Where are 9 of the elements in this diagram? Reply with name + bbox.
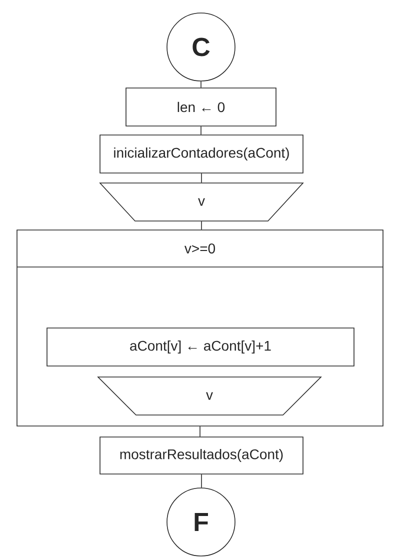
process-box: len ← 0 bbox=[126, 88, 276, 126]
connector-line bbox=[201, 474, 202, 488]
process-box: inicializarContadores(aCont) bbox=[100, 134, 304, 174]
connector-line bbox=[201, 221, 202, 230]
connector-line bbox=[201, 173, 202, 184]
connector-line bbox=[200, 81, 202, 88]
process-box: aCont[v] ← aCont[v]+1 bbox=[46, 328, 354, 366]
process-box: mostrarResultados(aCont) bbox=[100, 436, 304, 474]
connector-line bbox=[200, 126, 202, 136]
